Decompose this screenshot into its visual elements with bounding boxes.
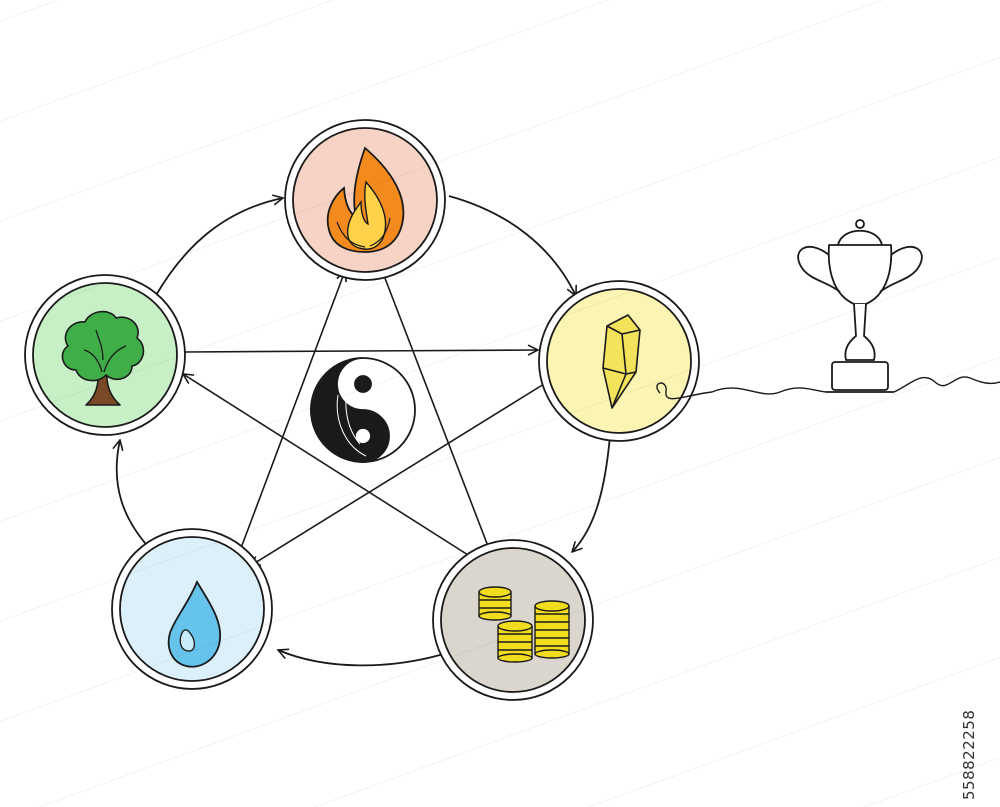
arrow-metal-to-earth	[572, 436, 610, 552]
arrow-earth-to-water	[278, 650, 447, 665]
arrow-wood-to-fire	[155, 198, 283, 297]
element-fire	[285, 120, 445, 280]
element-water	[112, 529, 272, 689]
yin-yang-icon	[311, 358, 415, 462]
element-metal	[539, 281, 712, 441]
element-wood	[25, 275, 185, 435]
arrow-wood-to-metal	[184, 350, 538, 352]
element-earth	[433, 540, 593, 700]
arrow-fire-to-metal	[449, 196, 576, 296]
stock-id: 558822258	[960, 710, 978, 800]
trophy-icon	[712, 220, 1000, 394]
arrow-water-to-wood	[117, 440, 152, 551]
